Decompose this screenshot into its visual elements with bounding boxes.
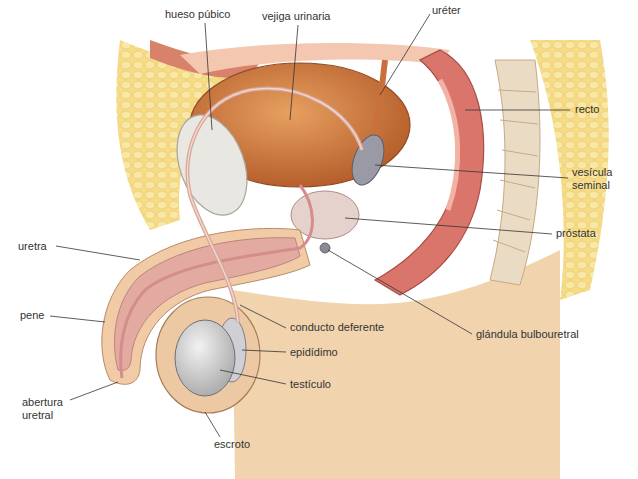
part-label: glándula bulbouretral	[476, 328, 579, 341]
vas-deferens	[188, 89, 363, 322]
part-label: conducto deferente	[290, 321, 384, 334]
pubic-bone	[164, 105, 260, 225]
part-label: uréter	[432, 4, 461, 17]
bulbourethral-gland	[320, 243, 330, 253]
leader-lines	[50, 14, 570, 437]
vas-deferens-core	[188, 89, 363, 322]
testis	[175, 320, 235, 396]
prostate	[291, 191, 359, 239]
part-label: recto	[575, 103, 599, 116]
part-label: vejiga urinaria	[262, 10, 330, 23]
vertebra-lines	[493, 90, 538, 252]
scrotum	[156, 297, 260, 413]
rectum-lumen	[440, 80, 458, 210]
part-label: hueso púbico	[165, 8, 230, 21]
part-label: próstata	[556, 227, 596, 240]
part-label: epidídimo	[290, 346, 338, 359]
part-label: pene	[20, 309, 44, 322]
part-label: testículo	[290, 378, 331, 391]
part-label: abertura uretral	[22, 396, 70, 422]
sacrum	[490, 60, 540, 285]
part-label: vesícula seminal	[572, 166, 628, 192]
seminal-vesicle	[346, 131, 390, 189]
part-label: uretra	[18, 240, 47, 253]
part-label: escroto	[214, 438, 250, 451]
rectum	[375, 50, 484, 295]
